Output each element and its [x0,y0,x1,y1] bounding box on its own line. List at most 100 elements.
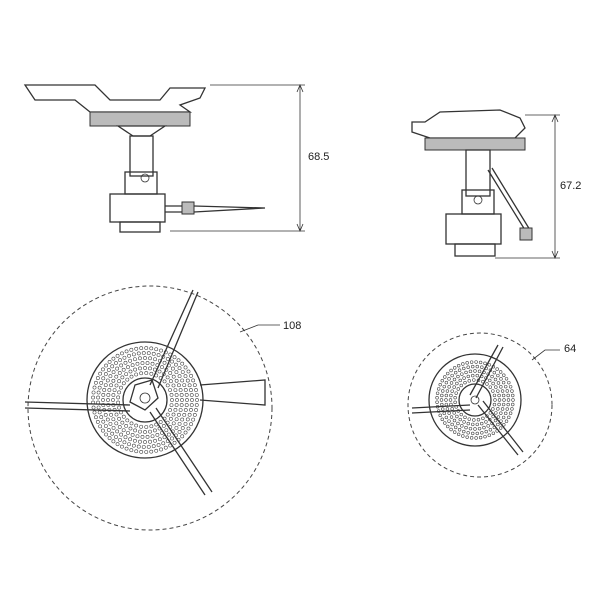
burner-hole [189,422,193,427]
burner-hole [94,415,98,420]
burner-hole [159,348,163,353]
burner-hole [507,380,511,385]
folded-valve-handle [487,167,531,231]
burner-hole [106,393,111,397]
burner-hole [442,411,446,416]
burner-hole [165,375,170,380]
burner-hole [157,437,162,442]
burner-hole [461,362,465,366]
burner-hole [497,393,501,398]
burner-hole [471,364,475,369]
burner-hole [511,393,515,398]
burner-hole [496,422,500,427]
burner-hole [189,403,194,407]
burner-hole [435,391,440,395]
burner-hole [484,429,488,434]
burner-hole [443,421,447,425]
burner-hole [139,346,144,351]
burner-hole [190,398,194,402]
burner-hole [149,371,154,376]
folded-diameter-circle [407,332,553,478]
burner-hole [485,382,489,386]
burner-hole [455,414,459,419]
burner-hole [114,412,119,417]
burner-hole [468,369,473,374]
burner-hole [182,412,187,417]
burner-hole [138,356,142,361]
pot-support-arm [477,400,524,456]
burner-hole [444,415,449,420]
burner-hole [493,377,498,382]
burner-hole [129,421,134,426]
burner-hole [115,442,120,447]
burner-hole [474,360,478,364]
burner-hole [144,450,149,454]
burner-hole [153,357,157,362]
burner-hole [483,361,487,366]
burner-hole [171,421,176,426]
burner-hole [134,372,139,377]
burner-hole [180,370,185,374]
burner-hole [99,380,104,385]
burner-hole [506,398,511,402]
burner-hole [474,436,478,440]
burner-hole [482,425,486,430]
burner-holes [435,360,515,440]
burner-hole [436,387,441,391]
burner-hole [449,393,453,398]
burner-hole [163,445,168,450]
burner-hole [96,390,101,395]
burner-hole [135,434,140,439]
burner-hole [454,391,458,395]
burner-hole [128,358,133,363]
burner-head [424,137,526,151]
burner-hole [189,373,193,378]
diameter-leader-line [531,349,560,361]
burner-hole [177,429,182,434]
burner-hole [450,389,454,393]
burner-hole [174,403,179,407]
burner-hole [128,437,133,442]
open-diameter-label: 108 [283,320,302,332]
burner-hole [191,378,196,383]
burner-hole [187,412,192,417]
burner-hole [164,428,169,433]
burner-hole [488,417,492,422]
burner-hole [127,442,131,447]
burner-hole [462,376,466,380]
burner-hole [145,361,150,365]
open-diameter-circle [27,285,273,531]
burner-hole [143,356,147,360]
burner-hole [499,411,503,415]
burner-hole [498,426,503,430]
burner-hole [97,410,102,415]
burner-hole [117,371,122,375]
burner-hole [494,411,498,415]
burner-hole [498,370,503,374]
burner-hole [174,393,179,397]
burner-hole [467,417,471,421]
burner-hole [174,417,179,422]
burner-hole [486,424,490,428]
burner-hole [466,374,470,379]
burner-hole [477,369,482,374]
burner-hole [162,360,167,365]
burner-hole [175,398,179,402]
burner-hole [501,415,506,420]
burner-hole [458,378,462,383]
burner-hole [497,398,502,402]
burner-hole [121,428,126,433]
burner-hole [143,430,147,434]
burner-hole [491,407,495,411]
burner-hole [169,392,174,397]
burner-hole [151,351,156,356]
burner-hole [180,398,184,402]
burner-hole [468,426,473,431]
burner-hole [501,380,506,385]
burner-hole [168,371,173,375]
burner-hole [144,346,149,350]
burner-hole [143,440,147,444]
burner-hole [189,393,194,397]
height-dimension-line [551,113,559,260]
burner-hole [117,379,122,384]
